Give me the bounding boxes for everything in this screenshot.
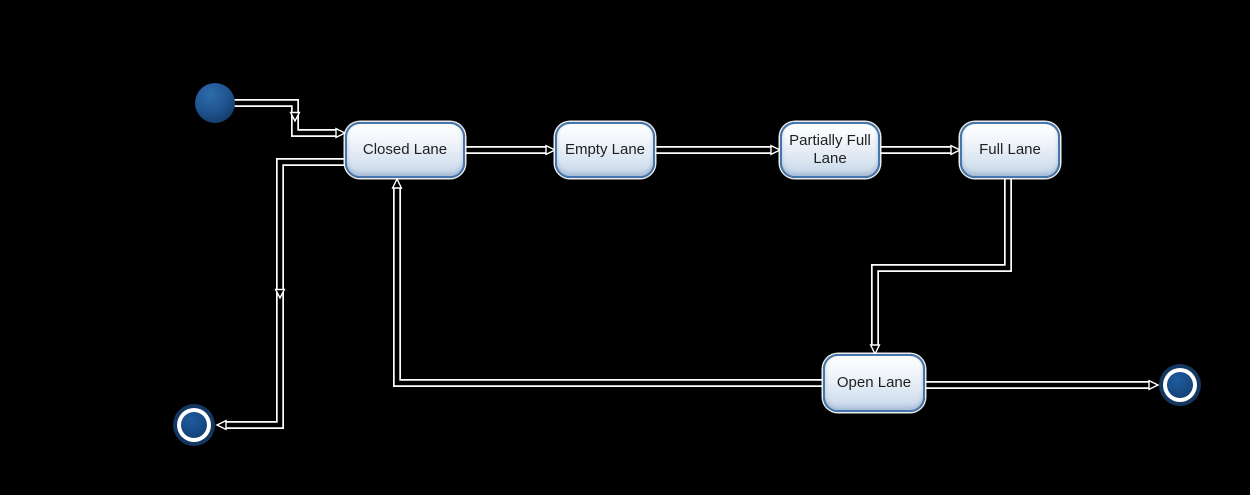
state-node-partially-full-lane: Partially Full Lane [780, 122, 880, 178]
transition-partial-to-full [880, 144, 962, 156]
state-label: Full Lane [979, 141, 1041, 159]
transition-closed-to-empty [465, 144, 557, 156]
transition-initial-to-closed [233, 99, 347, 139]
state-label: Closed Lane [362, 141, 448, 159]
final-state-node-right [1159, 364, 1201, 406]
final-state-ring [1163, 368, 1197, 402]
initial-state-node [195, 83, 235, 123]
transition-empty-to-partial [655, 144, 782, 156]
transition-open-to-final-right [925, 379, 1160, 391]
final-state-core [1167, 372, 1193, 398]
state-node-full-lane: Full Lane [960, 122, 1060, 178]
state-label: Empty Lane [564, 141, 646, 159]
final-state-ring [177, 408, 211, 442]
state-node-closed-lane: Closed Lane [345, 122, 465, 178]
final-state-core [181, 412, 207, 438]
state-node-empty-lane: Empty Lane [555, 122, 655, 178]
state-node-open-lane: Open Lane [823, 354, 925, 412]
transition-closed-to-final-left [215, 158, 345, 431]
transition-open-to-closed [391, 177, 824, 387]
state-label: Open Lane [836, 374, 912, 392]
final-state-node-left [173, 404, 215, 446]
transition-full-to-open [869, 178, 1012, 356]
state-label: Partially Full Lane [789, 132, 871, 167]
